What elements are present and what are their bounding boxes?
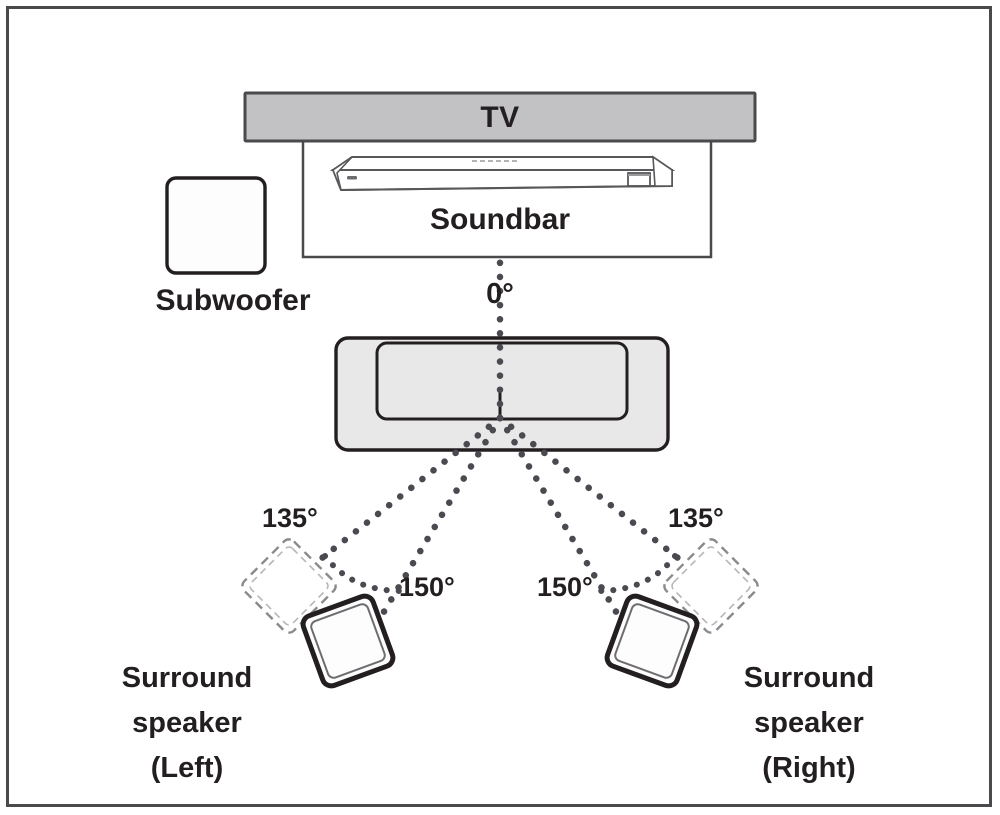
surround-speaker-right-alt (663, 538, 759, 634)
soundbar-shape (329, 155, 676, 192)
surround-right-line1: Surround (743, 662, 875, 694)
angle-label-150-right: 150° (537, 572, 593, 602)
surround-left-line3: (Left) (150, 752, 224, 784)
tv-shape (243, 91, 757, 143)
ray-135-right (496, 414, 701, 577)
angle-label-150-left: 150° (399, 572, 455, 602)
subwoofer-shape (165, 176, 267, 275)
surround-left-line1: Surround (121, 662, 253, 694)
soundbar-label: Soundbar (430, 203, 570, 236)
image-frame-border (6, 6, 992, 807)
subwoofer-label: Subwoofer (155, 284, 311, 317)
ray-150-left (378, 414, 504, 619)
surround-right-line3: (Right) (762, 752, 856, 784)
tv-label: TV (480, 101, 520, 134)
surround-speaker-left-active (300, 593, 396, 689)
surround-right-line2: speaker (754, 707, 864, 739)
ray-135-left (299, 414, 504, 577)
angle-arc-group (322, 553, 678, 595)
ray-150-right (496, 414, 622, 619)
surround-left-line2: speaker (132, 707, 242, 739)
arc-right-135-150 (592, 553, 678, 595)
surround-speaker-left-label: Surround speaker (Left) (52, 656, 322, 791)
surround-speaker-right-label: Surround speaker (Right) (674, 656, 944, 791)
surround-speaker-right-active (604, 593, 700, 689)
angle-label-0: 0° (486, 278, 514, 310)
angle-ray-group (299, 254, 701, 619)
angle-label-135-left: 135° (262, 503, 318, 533)
angle-label-135-right: 135° (668, 503, 724, 533)
surround-speaker-left-alt (241, 538, 337, 634)
arc-left-135-150 (322, 553, 408, 595)
sofa-shape (334, 336, 670, 452)
